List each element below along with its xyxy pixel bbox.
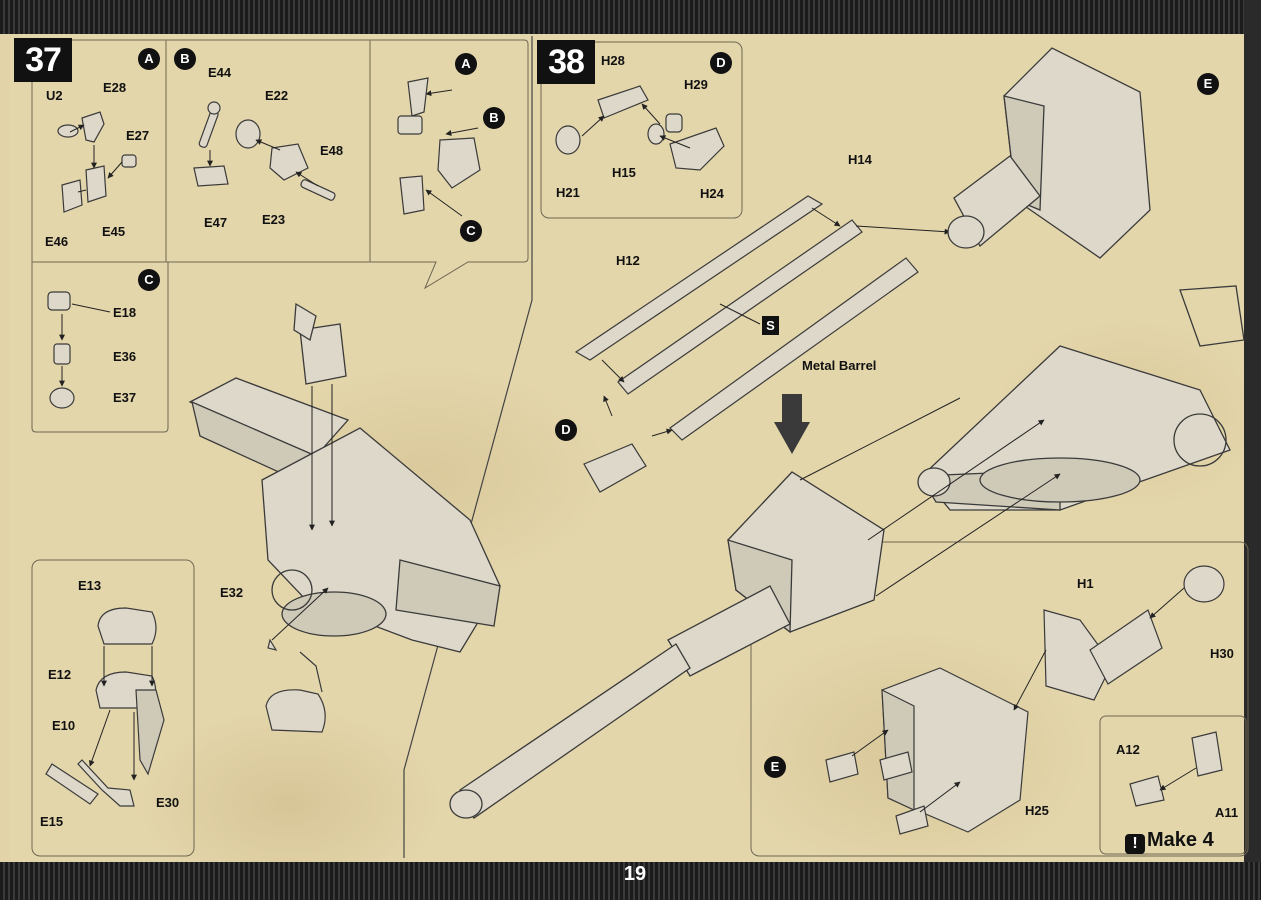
part-label-E36: E36 bbox=[113, 349, 137, 364]
step38-gun-mount bbox=[917, 285, 1245, 511]
part-label-H24: H24 bbox=[700, 186, 724, 201]
step37-callout-parts bbox=[397, 77, 481, 215]
step38-marker-D: D bbox=[555, 419, 577, 441]
step37-main-assembly bbox=[188, 302, 501, 653]
part-label-E15: E15 bbox=[40, 814, 64, 829]
step38-subD-arrows bbox=[581, 103, 691, 149]
part-label-H25: H25 bbox=[1025, 803, 1049, 818]
part-label-H1: H1 bbox=[1077, 576, 1094, 591]
part-label-H12: H12 bbox=[616, 253, 640, 268]
step38-subE-arrows bbox=[851, 587, 1185, 813]
step38-subE-parts bbox=[825, 565, 1225, 835]
part-label-E47: E47 bbox=[204, 215, 228, 230]
part-label-H15: H15 bbox=[612, 165, 636, 180]
part-label-H21: H21 bbox=[556, 185, 580, 200]
part-label-E28: E28 bbox=[103, 80, 127, 95]
step37-subB-parts bbox=[193, 101, 336, 201]
page-number: 19 bbox=[623, 863, 647, 885]
part-label-E18: E18 bbox=[113, 305, 137, 320]
part-label-E32: E32 bbox=[220, 585, 244, 600]
step38-subA11-arrows bbox=[1159, 767, 1197, 791]
part-label-E22: E22 bbox=[265, 88, 289, 103]
metal-barrel-label: Metal Barrel bbox=[802, 358, 877, 373]
top-border-band bbox=[0, 0, 1261, 34]
step37-seat-parts bbox=[45, 607, 165, 807]
part-label-H28: H28 bbox=[601, 53, 625, 68]
step37-subC-marker: C bbox=[138, 269, 160, 291]
step38-subD-marker: D bbox=[710, 52, 732, 74]
step37-subC-arrows bbox=[59, 303, 111, 387]
down-arrow-icon bbox=[774, 394, 810, 454]
make-quantity-note: !Make 4 bbox=[1125, 829, 1214, 854]
part-label-H29: H29 bbox=[684, 77, 708, 92]
part-label-E13: E13 bbox=[78, 578, 102, 593]
step38-subD-parts bbox=[555, 85, 725, 171]
part-label-E30: E30 bbox=[156, 795, 180, 810]
part-label-E46: E46 bbox=[45, 234, 69, 249]
step-number-38: 38 bbox=[537, 40, 595, 84]
metal-part-icon: S bbox=[762, 316, 779, 335]
step37-subA-parts bbox=[57, 111, 137, 213]
part-label-E45: E45 bbox=[102, 224, 126, 239]
part-label-H14: H14 bbox=[848, 152, 872, 167]
step38-subA11-parts bbox=[1129, 731, 1223, 807]
step37-seat-on-main bbox=[265, 638, 326, 733]
step38-subE-marker: E bbox=[764, 756, 786, 778]
make-quantity-text: Make 4 bbox=[1147, 829, 1214, 851]
step37-callout-marker-B: B bbox=[483, 107, 505, 129]
part-label-E37: E37 bbox=[113, 390, 137, 405]
part-label-E27: E27 bbox=[126, 128, 150, 143]
step38-barrel-assembly bbox=[449, 471, 885, 819]
step37-subA-marker: A bbox=[138, 48, 160, 70]
part-label-A11: A11 bbox=[1215, 805, 1239, 820]
part-label-A12: A12 bbox=[1116, 742, 1140, 757]
step38-barrel-parts bbox=[574, 195, 919, 493]
step38-main-arrows bbox=[799, 397, 1061, 597]
step37-subB-marker: B bbox=[174, 48, 196, 70]
step37-callout-arrows bbox=[425, 89, 479, 217]
step37-subA-arrows bbox=[69, 124, 123, 193]
bottom-border-band bbox=[0, 862, 1261, 900]
step37-subB-arrows bbox=[207, 139, 319, 187]
part-label-E23: E23 bbox=[262, 212, 286, 227]
step37-callout-marker-C: C bbox=[460, 220, 482, 242]
step38-barrel-arrows bbox=[601, 207, 951, 437]
step38-marker-E-top: E bbox=[1197, 73, 1219, 95]
step-number-37: 37 bbox=[14, 38, 72, 82]
caution-icon: ! bbox=[1125, 834, 1145, 854]
part-label-U2: U2 bbox=[46, 88, 63, 103]
step37-seat-arrows bbox=[88, 646, 155, 781]
step37-main-arrows bbox=[271, 384, 335, 641]
step37-callout-marker-A: A bbox=[455, 53, 477, 75]
step37-subassembly-frames bbox=[31, 39, 529, 857]
step38-subassembly-frames bbox=[540, 41, 1249, 857]
part-label-E10: E10 bbox=[52, 718, 76, 733]
step38-shield-top bbox=[947, 47, 1151, 259]
part-label-E48: E48 bbox=[320, 143, 344, 158]
part-label-H30: H30 bbox=[1210, 646, 1234, 661]
part-label-E44: E44 bbox=[208, 65, 232, 80]
step37-subC-parts bbox=[47, 291, 75, 409]
part-label-E12: E12 bbox=[48, 667, 72, 682]
